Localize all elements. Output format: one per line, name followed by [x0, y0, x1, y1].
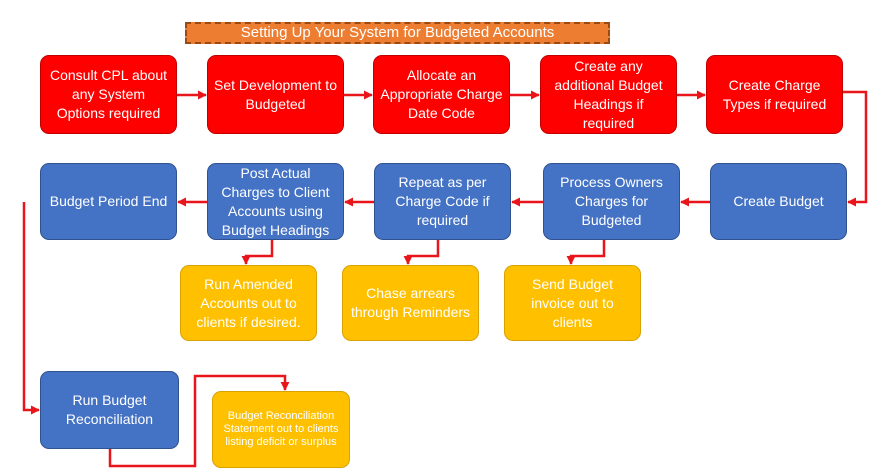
arrow-process-owners-to-send-invoice: [566, 240, 606, 265]
step-repeat-per-charge-code: Repeat as per Charge Code if required: [374, 163, 511, 240]
step-run-budget-reconciliation: Run Budget Reconciliation: [40, 371, 179, 449]
step-process-owners-charges: Process Owners Charges for Budgeted: [543, 163, 680, 240]
step-run-amended-accounts: Run Amended Accounts out to clients if d…: [180, 265, 317, 341]
step-allocate-charge-date: Allocate an Appropriate Charge Date Code: [373, 55, 510, 134]
step-set-development: Set Development to Budgeted: [207, 55, 344, 134]
diagram-title: Setting Up Your System for Budgeted Acco…: [185, 22, 610, 44]
step-post-actual-charges: Post Actual Charges to Client Accounts u…: [207, 163, 344, 240]
step-chase-arrears: Chase arrears through Reminders: [342, 265, 479, 341]
step-create-budget: Create Budget: [710, 163, 847, 240]
arrow-period-end-to-reconciliation: [22, 202, 40, 415]
arrow-repeat-to-chase-arrears: [403, 240, 440, 265]
step-budget-period-end: Budget Period End: [40, 163, 177, 240]
arrow-post-actual-to-amended-accounts: [241, 240, 274, 265]
step-reconciliation-statement: Budget Reconciliation Statement out to c…: [212, 391, 350, 468]
step-create-charge-types: Create Charge Types if required: [706, 55, 843, 134]
step-consult-cpl: Consult CPL about any System Options req…: [40, 55, 177, 134]
step-send-budget-invoice: Send Budget invoice out to clients: [504, 265, 641, 341]
step-create-budget-headings: Create any additional Budget Headings if…: [540, 55, 677, 134]
